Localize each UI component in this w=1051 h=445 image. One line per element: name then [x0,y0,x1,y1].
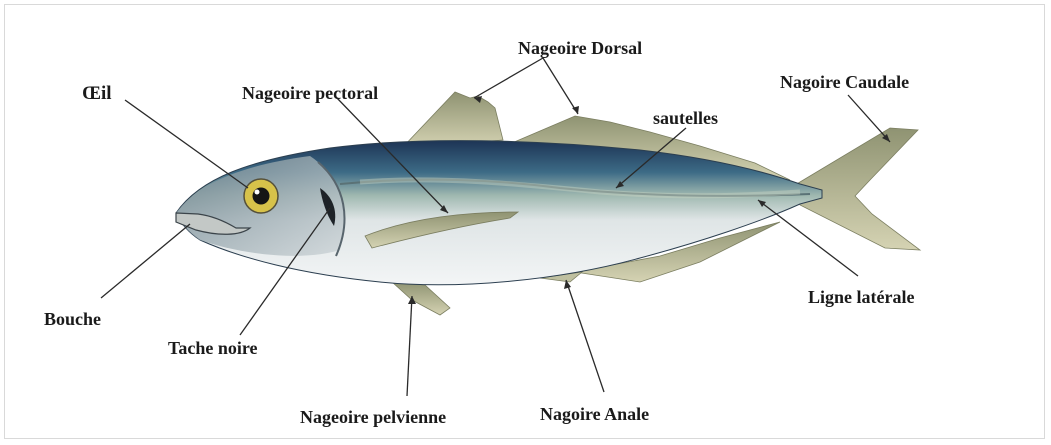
label-ligne-laterale: Ligne latérale [808,287,914,307]
label-nagoire-caudale: Nagoire Caudale [780,72,909,92]
label-nageoire-pelvienne: Nageoire pelvienne [300,407,446,427]
label-sautelles: sautelles [653,108,718,128]
label-nageoire-pectoral: Nageoire pectoral [242,83,378,103]
label-bouche: Bouche [44,309,101,329]
leader-oeil [125,100,248,188]
label-tache-noire: Tache noire [168,338,258,358]
label-oeil: Œil [82,83,112,104]
first-dorsal-fin [402,92,503,148]
label-nagoire-anale: Nagoire Anale [540,404,649,424]
leader-dorsal-right [543,58,578,114]
leader-caudale [848,95,890,142]
leader-anale [566,280,604,392]
leader-dorsal-left [474,58,543,98]
label-nageoire-dorsal: Nageoire Dorsal [518,38,642,58]
leader-pelvienne [407,296,412,396]
leader-bouche [101,224,190,298]
pelvic-fin [392,282,450,315]
